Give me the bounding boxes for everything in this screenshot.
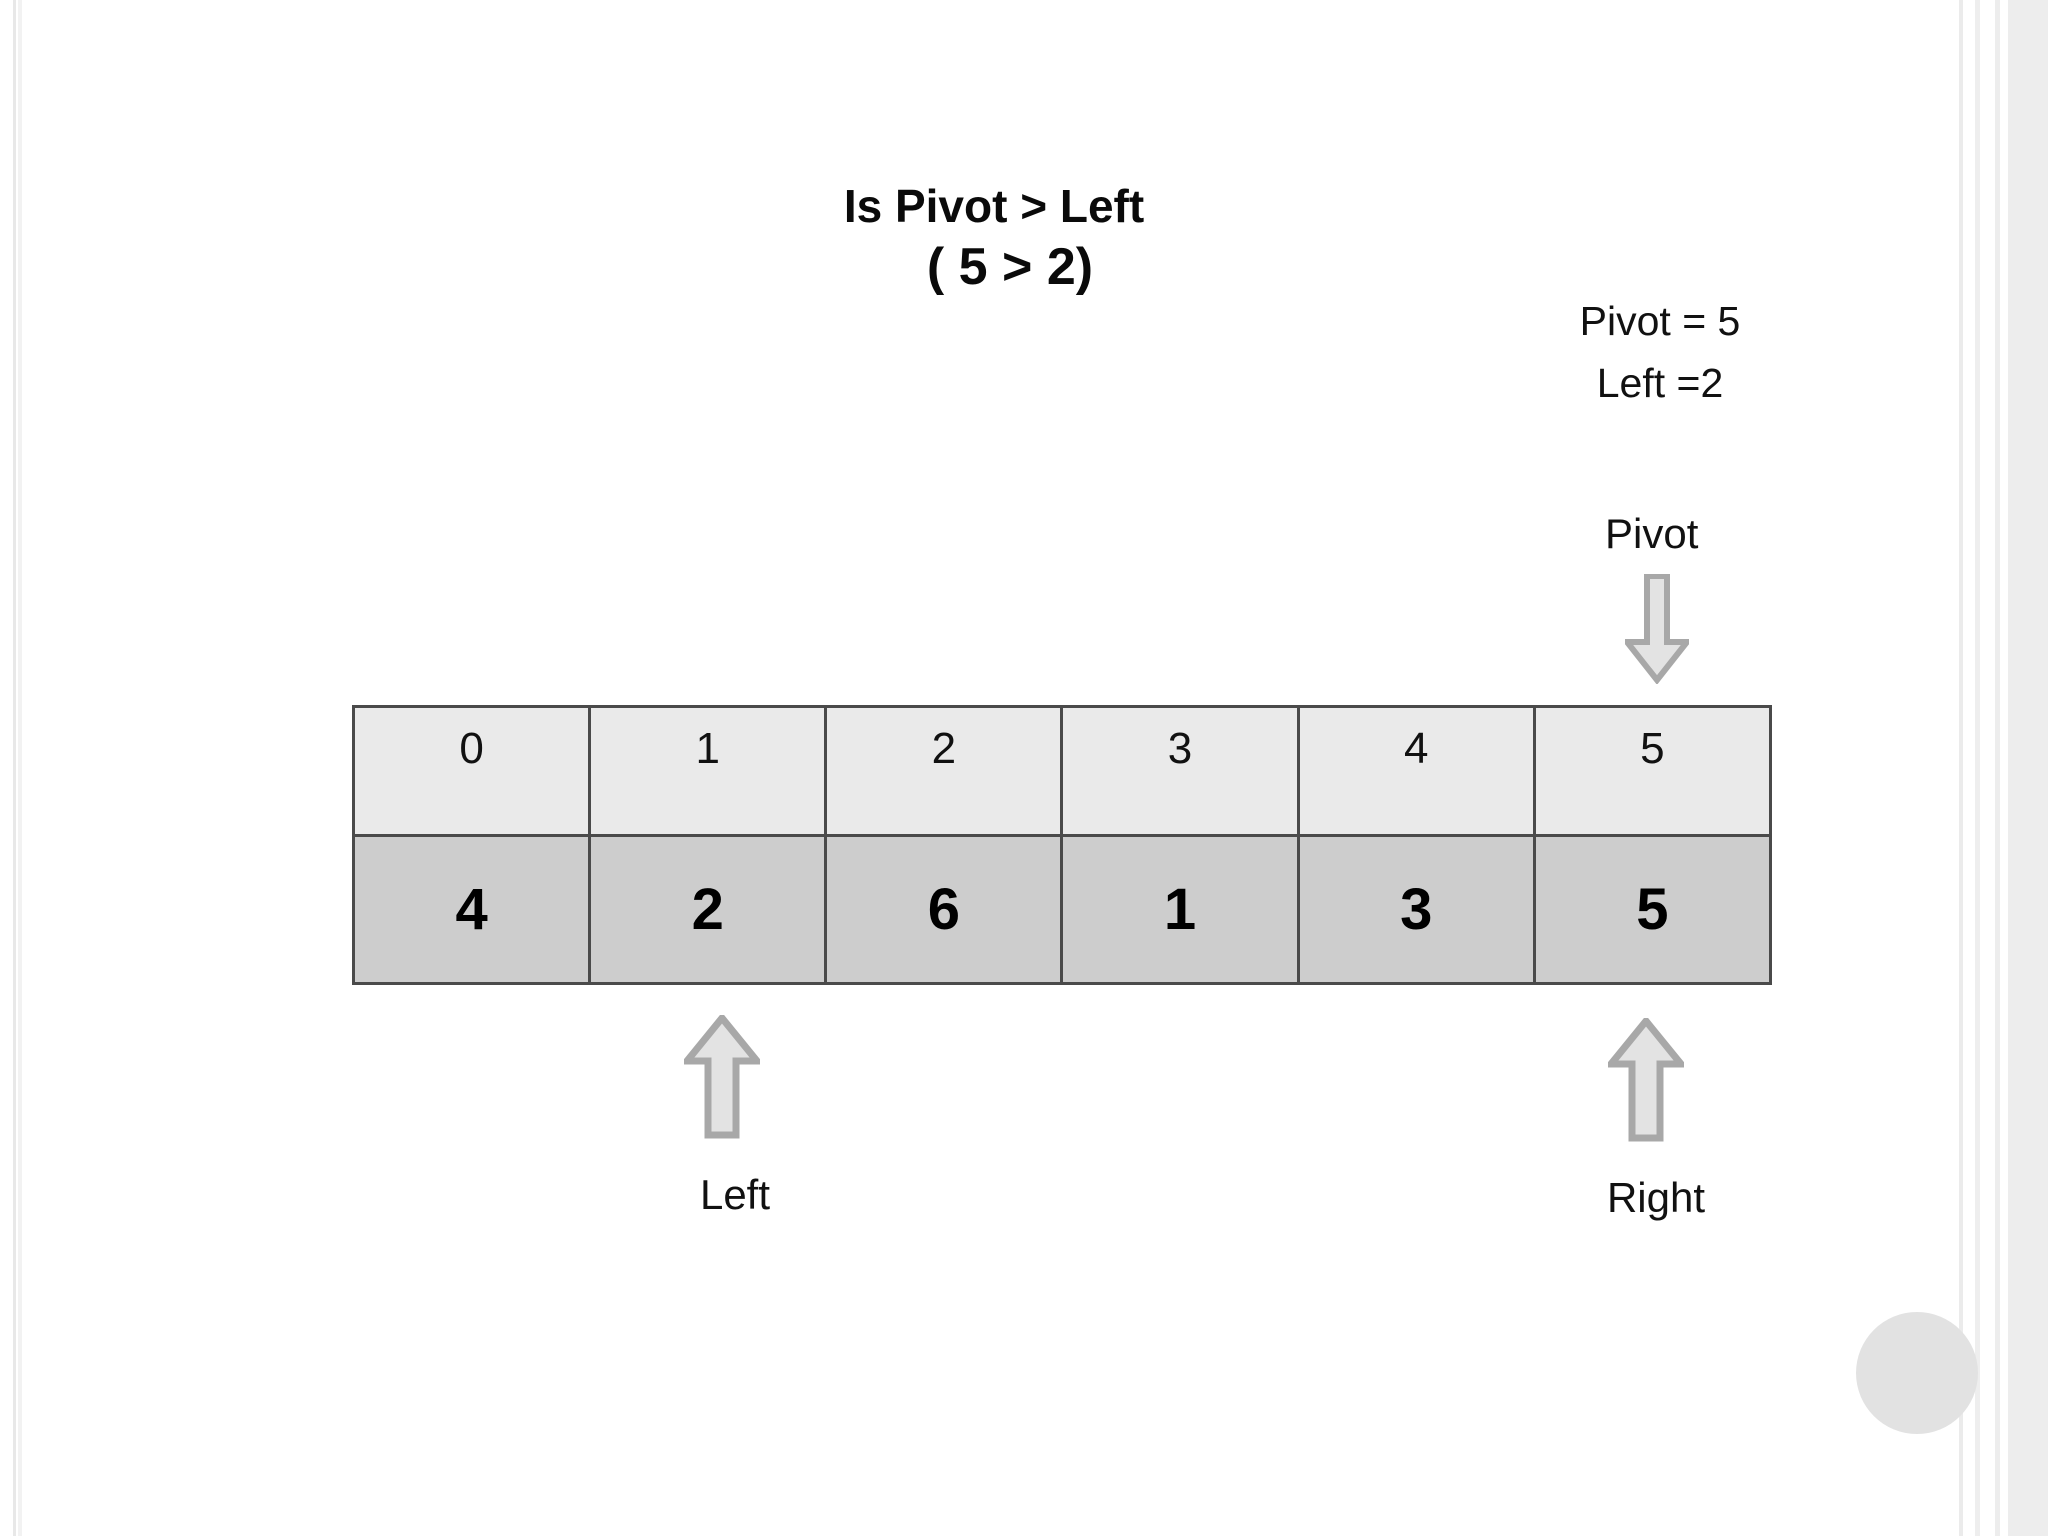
scrollbar-gutter[interactable] xyxy=(2008,0,2048,1536)
left-pointer-label: Left xyxy=(699,1171,771,1218)
slide-title: Is Pivot > Left ( 5 > 2) xyxy=(0,178,2048,300)
array-value-cell[interactable]: 3 xyxy=(1296,834,1536,985)
pivot-marker: Pivot xyxy=(1597,510,1817,684)
array-index-cell[interactable]: 4 xyxy=(1296,705,1536,837)
legend-pivot-value: Pivot = 5 xyxy=(1579,298,1741,344)
scrollbar-track-outer[interactable] xyxy=(1975,0,1980,1536)
scrollbar-track-inner[interactable] xyxy=(1995,0,2000,1536)
array-value-cell[interactable]: 6 xyxy=(824,834,1064,985)
title-line-question: Is Pivot > Left xyxy=(843,180,1145,232)
array-index-cell[interactable]: 0 xyxy=(351,705,592,837)
left-pointer-marker: Left xyxy=(620,1015,860,1219)
right-pointer-marker: Right xyxy=(1540,1018,1780,1222)
arrow-up-icon xyxy=(684,1015,860,1145)
pivot-marker-label: Pivot xyxy=(1605,510,1699,557)
array-table: 0 1 2 3 4 5 4 2 6 1 3 5 xyxy=(351,705,1773,985)
right-pointer-label: Right xyxy=(1606,1174,1706,1221)
array-value-cell[interactable]: 1 xyxy=(1060,834,1300,985)
legend-left-value: Left =2 xyxy=(1596,360,1724,406)
array-index-cell[interactable]: 5 xyxy=(1532,705,1773,837)
floating-action-circle[interactable] xyxy=(1856,1312,1978,1434)
array-index-cell[interactable]: 1 xyxy=(588,705,828,837)
array-index-row: 0 1 2 3 4 5 xyxy=(351,705,1773,837)
page-left-edge-line xyxy=(13,0,16,1536)
arrow-up-icon xyxy=(1608,1018,1780,1148)
page-right-edge-line xyxy=(1959,0,1963,1536)
value-legend: Pivot = 5 Left =2 xyxy=(1450,290,1870,414)
arrow-down-icon xyxy=(1625,574,1817,684)
array-index-cell[interactable]: 2 xyxy=(824,705,1064,837)
array-index-cell[interactable]: 3 xyxy=(1060,705,1300,837)
array-value-cell[interactable]: 4 xyxy=(351,834,592,985)
array-value-cell[interactable]: 5 xyxy=(1532,834,1773,985)
array-value-row: 4 2 6 1 3 5 xyxy=(351,834,1773,985)
array-value-cell[interactable]: 2 xyxy=(588,834,828,985)
page-left-edge-band xyxy=(18,0,22,1536)
